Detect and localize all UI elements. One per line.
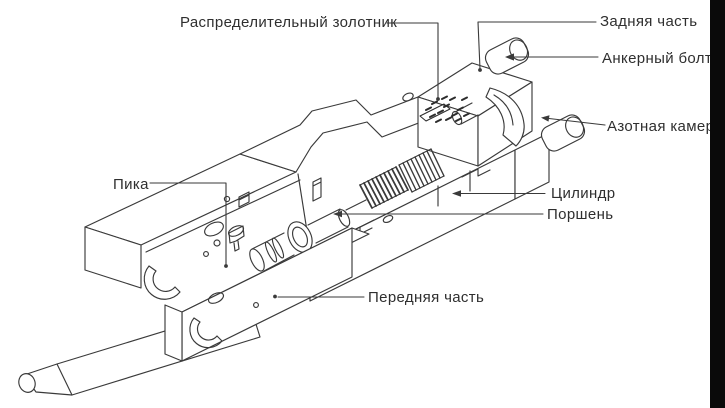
cover-hump: [239, 92, 430, 173]
label-front-part: Передняя часть: [368, 289, 485, 306]
label-nitrogen-chamber: Азотная камера: [607, 118, 723, 135]
leader-pike: [149, 182, 227, 265]
label-piston: Поршень: [547, 206, 614, 223]
label-pike: Пика: [113, 176, 149, 193]
leader-distribution-spool: [386, 22, 439, 100]
anchor-bolt-side: [540, 114, 586, 152]
retaining-pin: [227, 225, 245, 252]
seal-ring-upper: [143, 265, 181, 300]
front-head-block: [164, 227, 370, 362]
leader-nitrogen-chamber: [548, 117, 606, 126]
piston-assembly: [227, 177, 375, 272]
nitrogen-chamber-part: [485, 87, 525, 147]
right-black-bar: [710, 0, 725, 408]
seal-ring-lower: [189, 317, 223, 349]
bellows-seals: [359, 148, 445, 209]
upper-housing: [84, 153, 311, 300]
label-anchor-bolt: Анкерный болт: [602, 50, 713, 67]
label-cylinder: Цилиндр: [551, 185, 616, 202]
label-rear-part: Задняя часть: [600, 13, 698, 30]
label-distribution-spool: Распределительный золотник: [180, 14, 398, 31]
anchor-bolt-top: [484, 37, 530, 75]
leader-rear-part: [477, 21, 597, 70]
callout-leaders: [149, 21, 606, 299]
distribution-valve-texture: [419, 95, 470, 123]
